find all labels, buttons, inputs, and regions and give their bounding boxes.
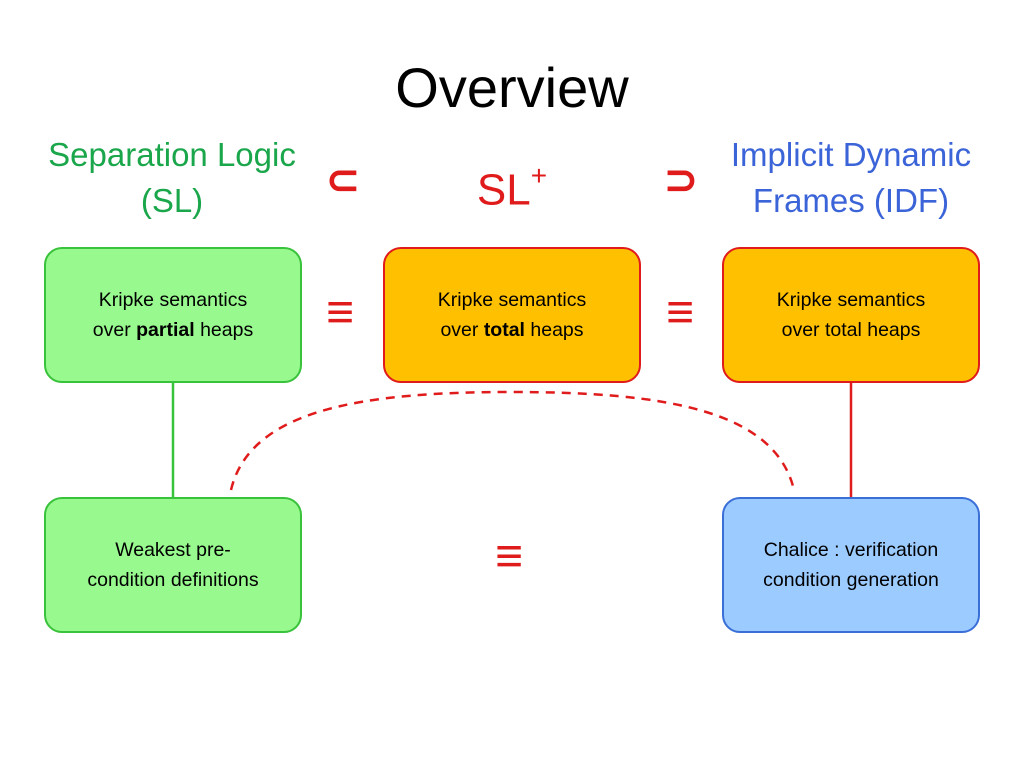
weakest-precondition-box: Weakest pre- condition definitions <box>44 497 302 633</box>
slide-title: Overview <box>395 56 629 119</box>
idf-semantics-box: Kripke semantics over total heaps <box>722 247 980 383</box>
sl-plus-superscript: + <box>530 160 548 191</box>
sl-semantics-line1: Kripke semantics <box>98 289 248 311</box>
idf-heading: Implicit Dynamic Frames (IDF) <box>700 132 1002 224</box>
subset-symbol: ⊂ <box>325 156 361 203</box>
chalice-line1: Chalice : verification <box>763 539 939 561</box>
idf-heading-line1: Implicit Dynamic <box>730 136 972 173</box>
chalice-box: Chalice : verification condition generat… <box>722 497 980 633</box>
sl-plus-semantics-box: Kripke semantics over total heaps <box>383 247 641 383</box>
separation-logic-heading-line2: (SL) <box>140 182 204 219</box>
sl-plus-semantics-bold-word: total <box>483 319 525 341</box>
equivalence-symbol-right: ≡ <box>665 286 694 339</box>
sl-plus-base: SL <box>476 165 531 215</box>
dashed-arc-connector <box>229 390 796 491</box>
wp-line2: condition definitions <box>87 569 259 591</box>
wp-line1: Weakest pre- <box>115 539 231 561</box>
idf-semantics-line1: Kripke semantics <box>776 289 926 311</box>
sl-semantics-over: over <box>92 319 137 341</box>
sl-semantics-heaps: heaps <box>194 319 254 341</box>
sl-plus-semantics-line1: Kripke semantics <box>437 289 587 311</box>
superset-symbol: ⊃ <box>663 156 699 203</box>
separation-logic-heading-line1: Separation Logic <box>48 136 296 173</box>
sl-plus-semantics-heaps: heaps <box>524 319 584 341</box>
chalice-line2: condition generation <box>763 569 939 591</box>
sl-semantics-bold-word: partial <box>136 319 195 341</box>
sl-plus-heading: SL+ <box>422 152 602 219</box>
idf-heading-line2: Frames (IDF) <box>752 182 950 219</box>
sl-plus-semantics-line2: over total heaps <box>438 315 586 345</box>
sl-semantics-box: Kripke semantics over partial heaps <box>44 247 302 383</box>
equivalence-symbol-left: ≡ <box>325 286 354 339</box>
separation-logic-heading: Separation Logic (SL) <box>22 132 322 224</box>
sl-semantics-line2: over partial heaps <box>93 315 253 345</box>
equivalence-symbol-bottom: ≡ <box>494 530 523 583</box>
idf-semantics-line2: over total heaps <box>781 319 921 341</box>
sl-plus-semantics-over: over <box>440 319 484 341</box>
